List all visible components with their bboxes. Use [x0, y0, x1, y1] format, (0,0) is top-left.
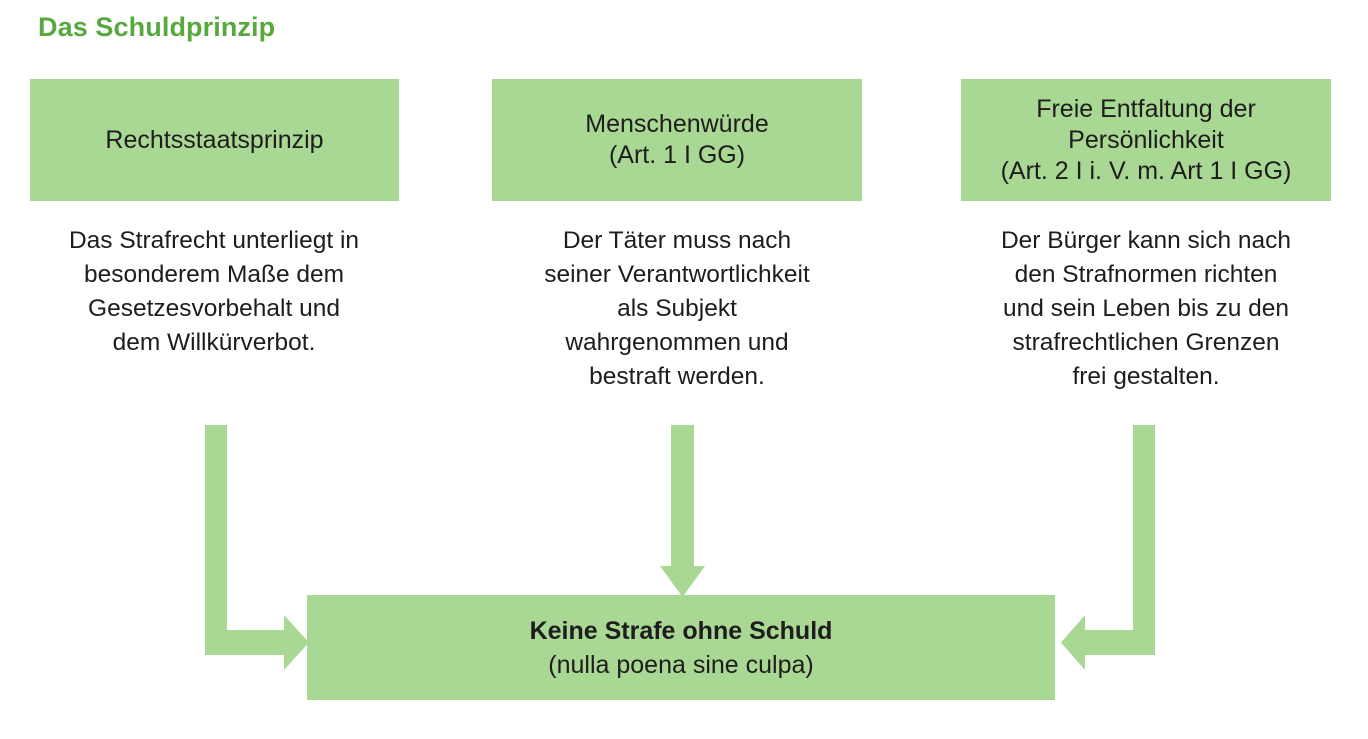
principle-description-persoenlichkeit: Der Bürger kann sich nach den Strafnorme…: [1000, 227, 1292, 390]
principle-box-label: Freie Entfaltung der Persönlichkeit (Art…: [1000, 94, 1292, 185]
principle-box-label: Menschenwürde (Art. 1 I GG): [585, 110, 769, 169]
down-arrow-icon: [660, 425, 705, 597]
page-title: Das Schuldprinzip: [38, 12, 276, 42]
principle-box-menschenwuerde: Menschenwürde (Art. 1 I GG): [492, 79, 862, 201]
conclusion-primary-text: Keine Strafe ohne Schuld: [529, 616, 833, 645]
principle-description-rechtsstaat: Das Strafrecht unterliegt in besonderem …: [68, 227, 360, 356]
principle-box-label: Rechtsstaatsprinzip: [105, 125, 324, 154]
elbow-down-left-arrow-icon: [1061, 425, 1155, 670]
principle-box-persoenlichkeit: Freie Entfaltung der Persönlichkeit (Art…: [961, 79, 1331, 201]
conclusion-secondary-text: (nulla poena sine culpa): [548, 650, 814, 679]
principle-description-menschenwuerde: Der Täter muss nach seiner Verantwortlic…: [544, 227, 810, 390]
conclusion-box: Keine Strafe ohne Schuld (nulla poena si…: [307, 595, 1055, 700]
principle-box-rechtsstaat: Rechtsstaatsprinzip: [30, 79, 399, 201]
elbow-down-right-arrow-icon: [205, 425, 309, 670]
